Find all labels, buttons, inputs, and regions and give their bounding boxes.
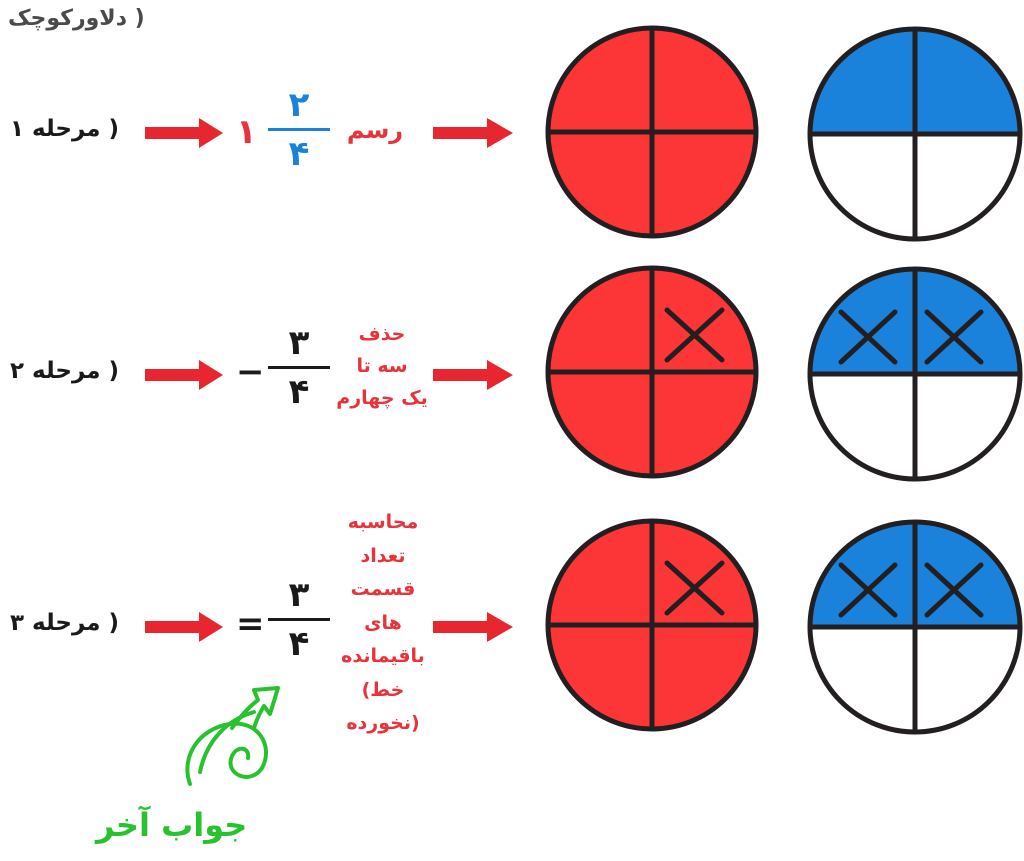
denominator: ۴ — [288, 372, 310, 412]
caption-row-3: محاسبه تعداد قسمت های باقیمانده خط) (نخو… — [318, 506, 448, 741]
caption-line: حذف — [358, 323, 406, 345]
right-arrow-icon — [433, 118, 513, 148]
caption-line: رسم — [346, 116, 404, 144]
final-answer-label: جواب آخر — [96, 806, 248, 844]
fraction-bar — [268, 366, 330, 369]
numerator: ۲ — [288, 85, 310, 125]
fraction-row-1: ۲ ۴ — [268, 86, 330, 173]
stage-3-label: ( مرحله ۳ — [10, 610, 120, 636]
x-mark-icon — [924, 309, 984, 365]
fraction-row-2: ۳ ۴ — [268, 324, 330, 411]
red-whole-circle-row-1 — [545, 25, 759, 239]
right-arrow-icon — [145, 118, 223, 148]
caption-line: خط) — [361, 678, 405, 701]
blue-half-circle-row-3 — [807, 519, 1023, 735]
caption-row-2: حذف سه تا یک چهارم — [322, 318, 442, 414]
caption-line: های — [364, 611, 402, 634]
denominator: ۴ — [288, 624, 310, 664]
numerator: ۳ — [288, 323, 310, 363]
x-mark-icon — [664, 307, 725, 363]
denominator: ۴ — [288, 134, 310, 174]
fraction-bar — [268, 128, 330, 131]
x-mark-icon — [924, 562, 984, 618]
right-arrow-icon — [433, 612, 513, 642]
x-mark-icon — [664, 560, 725, 616]
right-arrow-icon — [145, 360, 223, 390]
fraction-bar — [268, 618, 330, 621]
minus-operator: − — [236, 352, 265, 392]
stage-1-label: ( مرحله ۱ — [10, 116, 120, 142]
numerator: ۳ — [288, 575, 310, 615]
right-arrow-icon — [145, 612, 223, 642]
right-arrow-icon — [433, 360, 513, 390]
caption-line: سه تا — [356, 355, 408, 377]
caption-line: محاسبه — [347, 511, 419, 533]
x-mark-icon — [838, 562, 898, 618]
blue-half-circle-row-2 — [807, 266, 1023, 482]
blue-half-circle-row-1 — [807, 26, 1023, 242]
caption-row-1: رسم — [342, 116, 408, 144]
page-title: ( دلاورکوچک — [8, 6, 145, 31]
caption-line: (نخورده — [346, 712, 420, 734]
curly-arrow-icon — [185, 686, 280, 786]
stage-2-label: ( مرحله ۲ — [10, 358, 120, 384]
red-whole-circle-row-3 — [545, 518, 759, 732]
equals-operator: = — [236, 604, 265, 644]
red-whole-circle-row-2 — [545, 265, 759, 479]
caption-line: باقیمانده — [341, 645, 425, 667]
caption-line: یک چهارم — [336, 387, 428, 409]
whole-number: ۱ — [236, 112, 257, 152]
caption-line: قسمت — [350, 578, 416, 600]
x-mark-icon — [838, 309, 898, 365]
fraction-row-3: ۳ ۴ — [268, 576, 330, 663]
caption-line: تعداد — [360, 544, 406, 567]
